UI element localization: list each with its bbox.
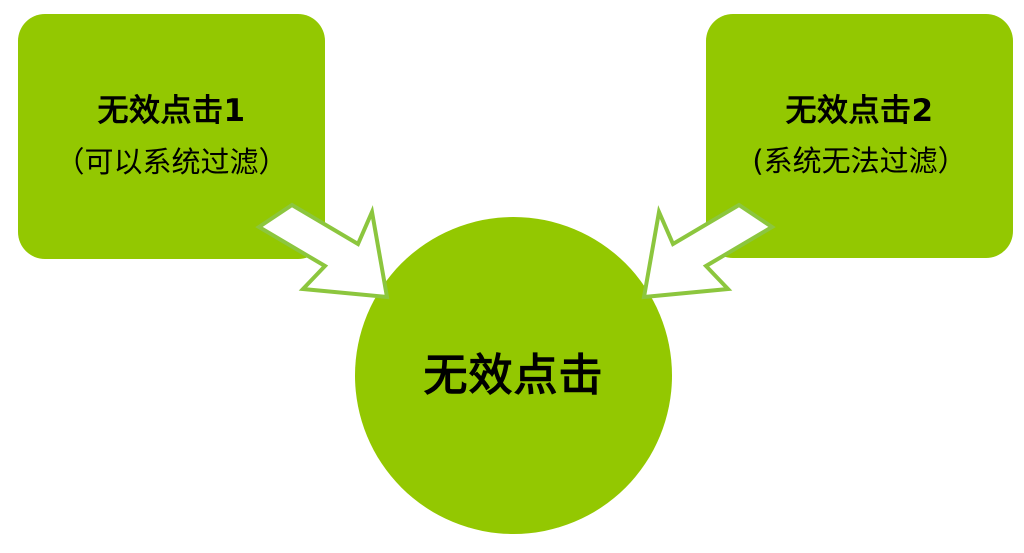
- callout-box-left-title: 无效点击1: [97, 93, 246, 129]
- callout-box-left-subtitle: （可以系统过滤）: [55, 144, 288, 179]
- callout-box-right-subtitle: (系统无法过滤）: [752, 144, 967, 179]
- center-circle[interactable]: 无效点击: [355, 217, 672, 534]
- callout-box-right[interactable]: 无效点击2 (系统无法过滤）: [706, 14, 1013, 258]
- callout-box-right-title: 无效点击2: [785, 92, 934, 129]
- center-circle-label: 无效点击: [423, 349, 604, 401]
- callout-box-left[interactable]: 无效点击1 （可以系统过滤）: [18, 14, 325, 259]
